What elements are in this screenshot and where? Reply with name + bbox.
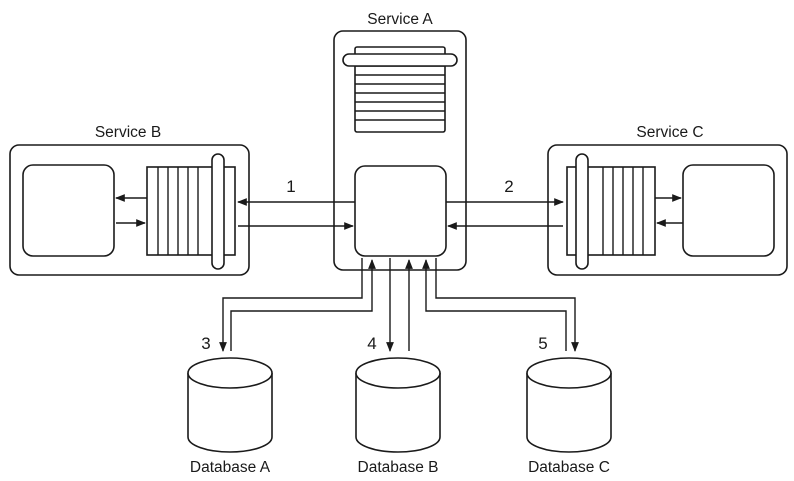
connection-1: 1 — [237, 177, 355, 230]
service-a — [333, 30, 467, 271]
connection-2: 2 — [446, 177, 564, 230]
service-a-queue-roller — [342, 53, 458, 67]
service-b-core — [22, 164, 115, 257]
service-c-core — [682, 164, 775, 257]
database-b-cylinder — [355, 373, 441, 453]
connection-4-label: 4 — [367, 334, 376, 353]
database-a-label: Database A — [190, 459, 271, 476]
service-b-queue-slots — [157, 167, 199, 255]
service-c-label: Service C — [636, 124, 703, 141]
service-a-label: Service A — [367, 11, 433, 28]
database-b-top — [355, 357, 441, 389]
connection-5-label: 5 — [538, 334, 547, 353]
database-c-cylinder — [526, 373, 612, 453]
service-b-label: Service B — [95, 124, 161, 141]
service-a-core — [354, 165, 447, 257]
connection-1-label: 1 — [286, 177, 295, 196]
service-a-queue — [342, 46, 458, 133]
service-b-container — [9, 144, 250, 276]
service-c-container — [547, 144, 788, 276]
database-c: Database C — [526, 357, 612, 476]
database-a-cylinder — [187, 373, 273, 453]
database-b: Database B — [355, 357, 441, 476]
database-c-top — [526, 357, 612, 389]
database-a: Database A — [187, 357, 273, 476]
service-c-queue-roller — [575, 153, 589, 270]
database-c-label: Database C — [528, 459, 610, 476]
service-b-queue-roller — [211, 153, 225, 270]
service-b-queue — [146, 153, 236, 270]
service-c-queue-slots — [602, 167, 644, 255]
connection-4: 4 — [367, 258, 413, 353]
database-a-top — [187, 357, 273, 389]
connection-3-label: 3 — [201, 334, 210, 353]
connection-5: 5 — [422, 258, 579, 353]
connection-2-label: 2 — [504, 177, 513, 196]
database-b-label: Database B — [358, 459, 439, 476]
service-c-queue — [566, 153, 656, 270]
service-a-container — [333, 30, 467, 271]
connection-3: 3 — [201, 258, 376, 353]
service-a-queue-slots — [355, 65, 445, 121]
service-b — [9, 144, 250, 276]
service-c — [547, 144, 788, 276]
